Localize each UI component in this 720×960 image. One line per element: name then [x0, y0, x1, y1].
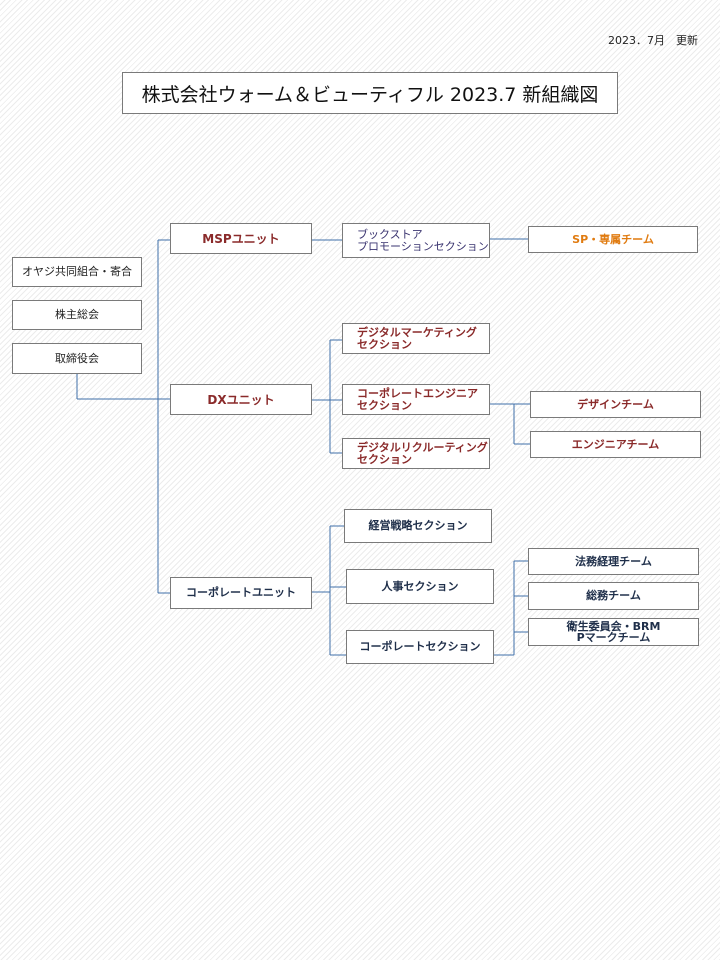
corporate-unit-box: コーポレートユニット — [170, 577, 312, 609]
sp-team-box: SP・専属チーム — [528, 226, 698, 253]
msp-unit-box: MSPユニット — [170, 223, 312, 254]
strategy-section-box: 経営戦略セクション — [344, 509, 492, 543]
board-box: 取締役会 — [12, 343, 142, 374]
digital-recruiting-section-box: デジタルリクルーティング セクション — [342, 438, 490, 469]
design-team-box: デザインチーム — [530, 391, 701, 418]
hr-section-box: 人事セクション — [346, 569, 494, 604]
corporate-section-box: コーポレートセクション — [346, 630, 494, 664]
shareholders-box: 株主総会 — [12, 300, 142, 330]
dx-unit-box: DXユニット — [170, 384, 312, 415]
union-box: オヤジ共同組合・寄合 — [12, 257, 142, 287]
corporate-engineering-section-box: コーポレートエンジニア セクション — [342, 384, 490, 415]
health-committee-team-box: 衛生委員会・BRM Pマークチーム — [528, 618, 699, 646]
update-note: 2023．7月 更新 — [608, 34, 698, 47]
digital-marketing-section-box: デジタルマーケティング セクション — [342, 323, 490, 354]
page-title: 株式会社ウォーム＆ビューティフル 2023.7 新組織図 — [122, 72, 618, 114]
general-affairs-team-box: 総務チーム — [528, 582, 699, 610]
engineer-team-box: エンジニアチーム — [530, 431, 701, 458]
legal-accounting-team-box: 法務経理チーム — [528, 548, 699, 575]
bookstore-section-box: ブックストア プロモーションセクション — [342, 223, 490, 258]
